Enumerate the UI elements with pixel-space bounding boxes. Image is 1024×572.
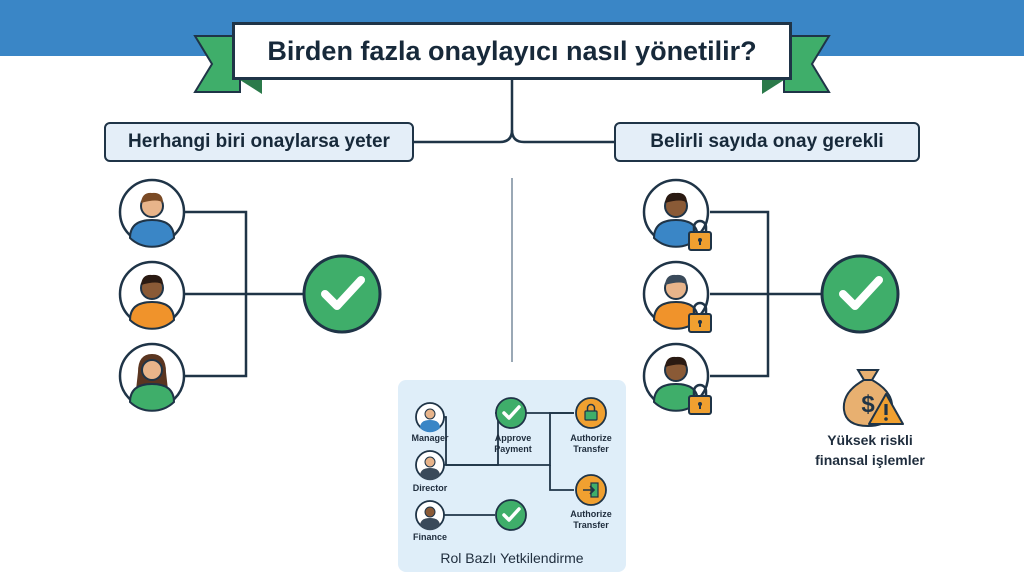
role-label-finance: Finance	[412, 532, 447, 542]
finance-check-icon	[495, 499, 527, 531]
rbac-title: Rol Bazlı Yetkilendirme	[440, 550, 584, 566]
approved-check-icon	[820, 254, 900, 334]
avatar	[118, 260, 186, 330]
manager-avatar	[415, 402, 445, 433]
risk-label: Yüksek riskli finansal işlemler	[800, 430, 940, 470]
authorize-lock-icon	[575, 397, 607, 429]
title-ribbon	[193, 35, 831, 94]
avatar	[642, 178, 710, 248]
avatar	[642, 260, 710, 330]
action-approve-payment: Approve Payment	[494, 433, 532, 454]
finance-avatar	[415, 500, 445, 531]
approved-check-icon	[302, 254, 382, 334]
approve-check-icon	[495, 397, 527, 429]
role-label-manager: Manager	[411, 433, 449, 443]
tree-connectors	[414, 80, 614, 144]
director-avatar	[415, 450, 445, 481]
avatar	[118, 342, 186, 412]
authorize-transfer-icon	[575, 474, 607, 506]
warning-icon	[868, 393, 904, 425]
avatar	[642, 342, 710, 412]
page-title: Birden fazla onaylayıcı nasıl yönetilir?	[232, 22, 792, 80]
branch-quorum-label: Belirli sayıda onay gerekli	[614, 122, 920, 162]
branch-any-approver-label: Herhangi biri onaylarsa yeter	[104, 122, 414, 162]
right-connectors	[710, 210, 822, 378]
role-label-director: Director	[412, 483, 448, 493]
left-connectors	[184, 210, 304, 378]
action-authorize-transfer: Authorize Transfer	[570, 509, 612, 530]
rbac-diagram	[415, 397, 607, 531]
svg-text:$: $	[861, 391, 875, 418]
action-authorize-transfer: Authorize Transfer	[570, 433, 612, 454]
risk-label-line1: Yüksek riskli	[827, 432, 913, 448]
risk-label-line2: finansal işlemler	[815, 452, 925, 468]
avatar	[118, 178, 186, 248]
